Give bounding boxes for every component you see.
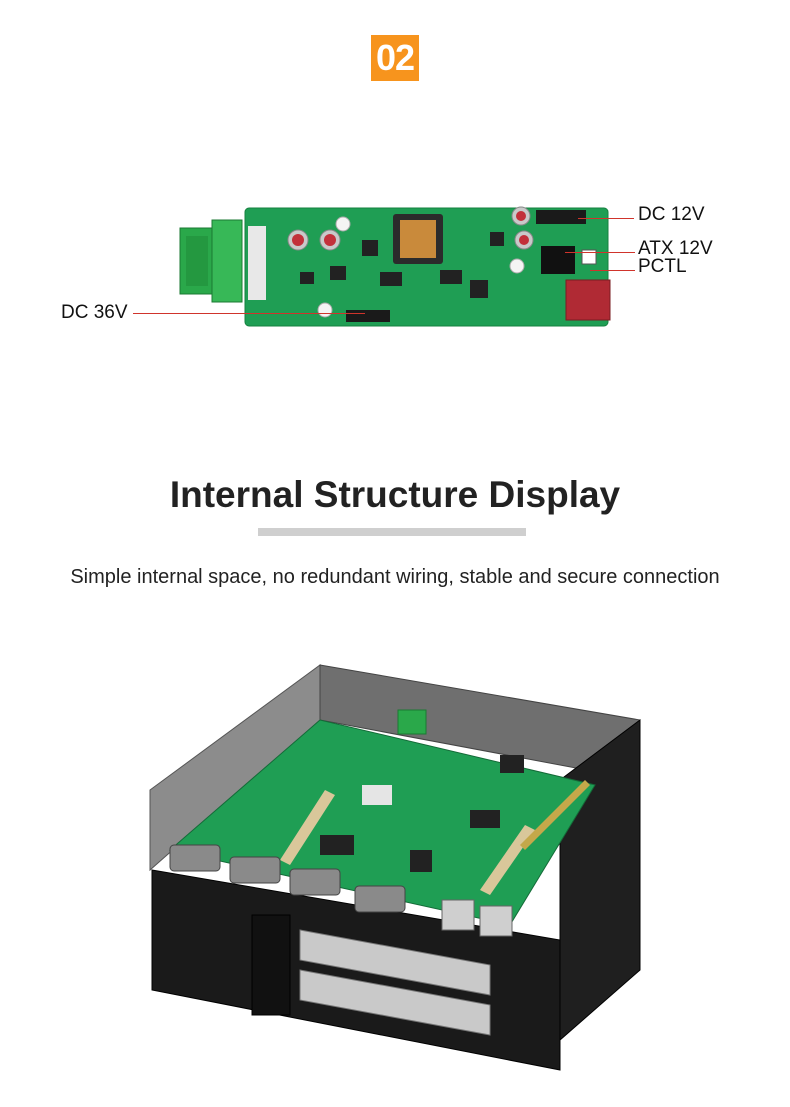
dc36v-label: DC 36V [61, 302, 128, 323]
pctl-label: PCTL [638, 256, 687, 277]
dc12v-label: DC 12V [638, 204, 705, 225]
section-number-badge: 02 [371, 35, 419, 81]
page-title: Internal Structure Display [169, 474, 621, 515]
title-underline-divider [258, 528, 526, 536]
pctl-leader-line [590, 270, 635, 271]
dc36v-leader-line [133, 313, 365, 314]
atx12v-leader-line [565, 252, 635, 253]
atx12v-label: ATX 12V [638, 238, 713, 259]
power-board-image [179, 206, 611, 327]
chassis-image [149, 664, 641, 1071]
page-subtitle: Simple internal space, no redundant wiri… [70, 566, 720, 588]
dc12v-leader-line [578, 218, 634, 219]
power-board-figure: DC 12V ATX 12V PCTL DC 36V [0, 180, 790, 350]
chassis-internal-photo [140, 660, 660, 1080]
